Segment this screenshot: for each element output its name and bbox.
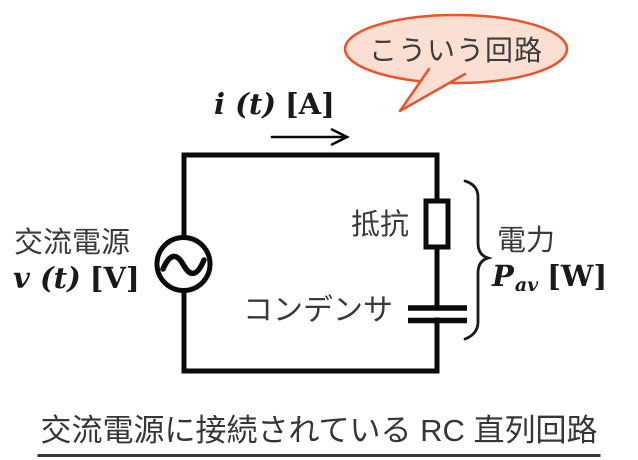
- current-var: i (t): [214, 87, 276, 121]
- wire-bottom-left: [181, 288, 440, 374]
- figure-caption: 交流電源に接続されている RC 直列回路: [37, 405, 601, 457]
- source-name-label: 交流電源: [14, 227, 131, 259]
- capacitor-label: コンデンサ: [243, 294, 393, 327]
- power-unit: [W]: [547, 259, 608, 293]
- resistor-label: 抵抗: [351, 209, 410, 241]
- power-subscript: av: [514, 274, 539, 296]
- current-unit: [A]: [284, 87, 335, 121]
- current-arrow-icon: [270, 128, 350, 146]
- voltage-var: v (t): [13, 261, 81, 295]
- power-value-label: Pav [W]: [492, 259, 607, 297]
- power-var: P: [492, 259, 514, 293]
- sine-wave-icon: [160, 253, 207, 276]
- speech-bubble-tail: [398, 67, 467, 113]
- resistor-symbol: [423, 198, 451, 250]
- source-voltage-label: v (t)[V]: [13, 261, 140, 296]
- current-label: i (t)[A]: [214, 87, 335, 122]
- power-brace: [463, 179, 493, 341]
- power-name-label: 電力: [497, 225, 556, 257]
- voltage-unit: [V]: [89, 261, 140, 295]
- speech-bubble-text: こういう回路: [368, 35, 543, 66]
- speech-bubble-shape: [343, 13, 569, 85]
- wire-top-right: [181, 152, 440, 311]
